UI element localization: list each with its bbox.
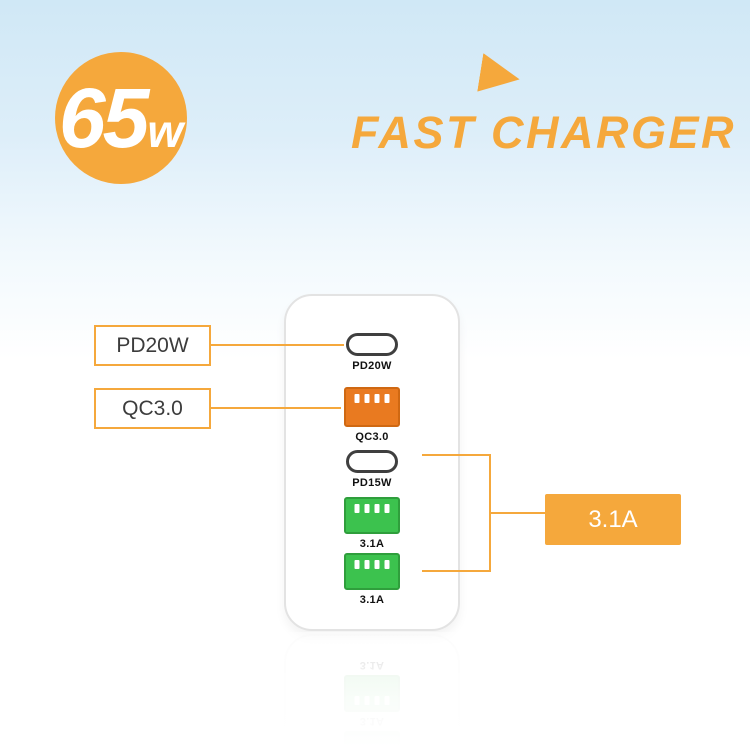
callout-qc30: QC3.0 bbox=[94, 388, 211, 429]
reflection-fade bbox=[276, 632, 468, 750]
usb-c-port-icon bbox=[346, 450, 398, 473]
callout-bracket-connector bbox=[491, 512, 545, 514]
wattage-value: 65 bbox=[58, 71, 149, 165]
callout-pd20w: PD20W bbox=[94, 325, 211, 366]
port-label: QC3.0 bbox=[355, 431, 389, 443]
usb-a-port-icon bbox=[344, 387, 400, 427]
callout-31a: 3.1A bbox=[545, 494, 681, 545]
port-label: 3.1A bbox=[359, 594, 385, 606]
page-title: FAST CHARGER bbox=[351, 107, 737, 158]
port-group-usba-31a-1: 3.1A bbox=[344, 497, 400, 550]
callout-bracket-top bbox=[422, 454, 491, 456]
wattage-unit: w bbox=[147, 105, 184, 157]
usb-a-port-icon bbox=[344, 497, 400, 534]
play-triangle-icon bbox=[477, 53, 523, 98]
callout-line-qc30 bbox=[211, 407, 341, 409]
usb-c-port-icon bbox=[346, 333, 398, 356]
port-group-usba-qc30: QC3.0 bbox=[344, 387, 400, 443]
port-group-usba-31a-2: 3.1A bbox=[344, 553, 400, 606]
usb-a-port-icon bbox=[344, 553, 400, 590]
usb-pins bbox=[354, 504, 390, 513]
port-label: 3.1A bbox=[359, 538, 385, 550]
port-group-usbc-pd20w: PD20W bbox=[346, 333, 398, 372]
port-group-usbc-pd15w: PD15W bbox=[346, 450, 398, 489]
wattage-badge: 65 w bbox=[55, 52, 187, 184]
port-label: PD20W bbox=[352, 360, 392, 372]
usb-pins bbox=[354, 560, 390, 569]
callout-line-pd20w bbox=[211, 344, 344, 346]
charger-body: PD20W QC3.0 PD15W 3.1A bbox=[284, 294, 460, 631]
usb-pins bbox=[354, 394, 390, 403]
callout-bracket-bottom bbox=[422, 570, 491, 572]
port-label: PD15W bbox=[352, 477, 392, 489]
callout-bracket-vertical bbox=[489, 454, 491, 572]
